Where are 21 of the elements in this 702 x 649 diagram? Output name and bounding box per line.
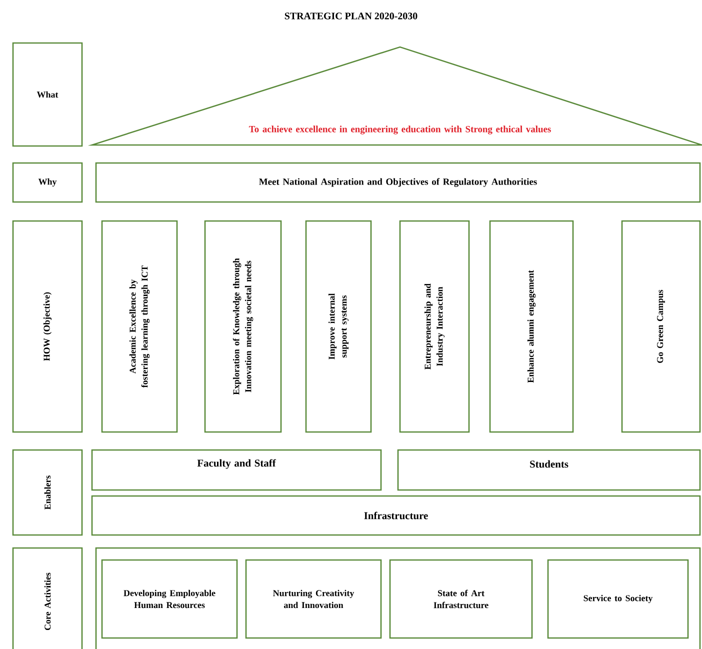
text-box: Go Green Campus [621, 220, 701, 433]
text-box: Entrepreneurship and Industry Interaction [399, 220, 470, 433]
text-box: Academic Excellence by fostering learning through ICT [101, 220, 178, 433]
row-label-box: HOW (Objective) [12, 220, 83, 433]
enabler-box: Faculty and Staff [91, 449, 382, 491]
row-label-box: Why [12, 162, 83, 203]
text-box: Exploration of Knowledge through Innovation meeting societal needs [204, 220, 282, 433]
row-label-box: Core Activities [12, 547, 83, 649]
text-box: Enhance alumni engagement [489, 220, 574, 433]
activity-box: State of Art Infrastructure [389, 559, 533, 639]
enabler-box: Infrastructure [91, 495, 701, 536]
title: STRATEGIC PLAN 2020-2030 [284, 12, 418, 20]
row-label-box: Enablers [12, 449, 83, 536]
text-box: Improve internal support systems [305, 220, 372, 433]
activity-box: Service to Society [547, 559, 689, 639]
activities-container [95, 547, 701, 649]
activity-box: Developing Employable Human Resources [101, 559, 238, 639]
text-box: Meet National Aspiration and Objectives of Regulatory Authorities [95, 162, 701, 203]
row-label-box: What [12, 42, 83, 147]
activity-box: Nurturing Creativity and Innovation [245, 559, 382, 639]
enabler-box: Students [397, 449, 701, 491]
